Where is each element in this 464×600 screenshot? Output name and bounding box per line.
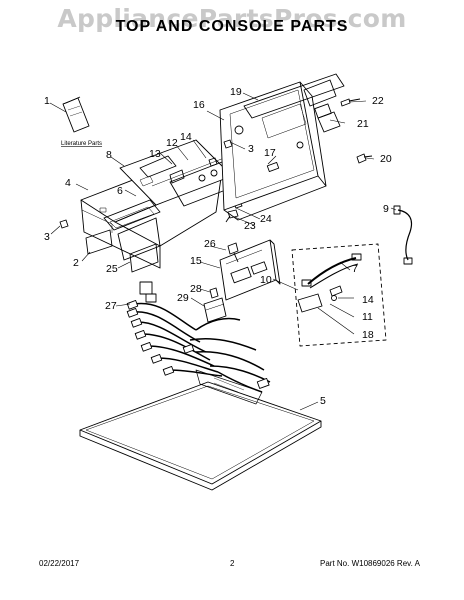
kit-contents	[297, 253, 362, 313]
callout-11: 11	[362, 311, 373, 323]
callout-numbers: 1 2 3 3 4 5 6 7 8 9 10 11 12 13 14 14 15…	[44, 86, 392, 407]
literature-parts-label: Literature Parts	[61, 141, 102, 147]
callout-28: 28	[190, 283, 202, 295]
callout-27: 27	[105, 300, 117, 312]
watermark: AppliancePartsPros.com	[57, 4, 407, 33]
callout-29: 29	[177, 292, 189, 304]
terminal-block	[219, 239, 281, 301]
callout-13: 13	[149, 148, 161, 160]
wire-harness	[133, 302, 271, 393]
callout-12: 12	[166, 137, 178, 149]
callout-26: 26	[204, 238, 216, 250]
callout-18: 18	[362, 329, 374, 341]
callout-22: 22	[372, 95, 384, 107]
callout-3a: 3	[44, 231, 50, 243]
callout-19: 19	[230, 86, 242, 98]
callout-15: 15	[190, 255, 202, 267]
harness-connectors	[126, 281, 270, 389]
callout-6: 6	[117, 185, 123, 197]
console-ui-panel	[103, 199, 161, 261]
callout-5: 5	[320, 395, 326, 407]
cord-clamp	[317, 111, 341, 133]
callout-10: 10	[260, 274, 272, 286]
callout-1: 1	[44, 95, 50, 107]
callout-16: 16	[193, 99, 205, 111]
parts-kit-box	[291, 243, 387, 347]
power-cord	[393, 205, 413, 265]
callout-4: 4	[65, 177, 71, 189]
callout-14a: 14	[180, 131, 192, 143]
footer-part-number: Part No. W10869026 Rev. A	[320, 559, 420, 568]
cabinet-top	[79, 369, 322, 491]
callout-2: 2	[73, 257, 79, 269]
callout-14b: 14	[362, 294, 374, 306]
footer-date: 02/22/2017	[39, 559, 80, 568]
callout-25: 25	[106, 263, 118, 275]
rear-console	[219, 81, 327, 221]
callout-7: 7	[352, 263, 358, 275]
page-title: TOP AND CONSOLE PARTS	[115, 18, 349, 35]
callout-8: 8	[106, 149, 112, 161]
rear-bracket	[243, 73, 345, 139]
terminal-screw	[227, 242, 239, 263]
callout-24: 24	[260, 213, 272, 225]
footer-page-number: 2	[230, 559, 235, 568]
callout-23: 23	[244, 220, 256, 232]
callout-3b: 3	[248, 143, 254, 155]
screws	[59, 98, 373, 229]
callout-20: 20	[380, 153, 392, 165]
literature-booklet	[62, 96, 90, 133]
overlay-labels	[85, 229, 159, 273]
leader-lines	[49, 92, 397, 411]
callout-21: 21	[357, 118, 369, 130]
callout-17: 17	[264, 147, 276, 159]
callout-9: 9	[383, 203, 389, 215]
thermal-fuse	[203, 287, 227, 323]
